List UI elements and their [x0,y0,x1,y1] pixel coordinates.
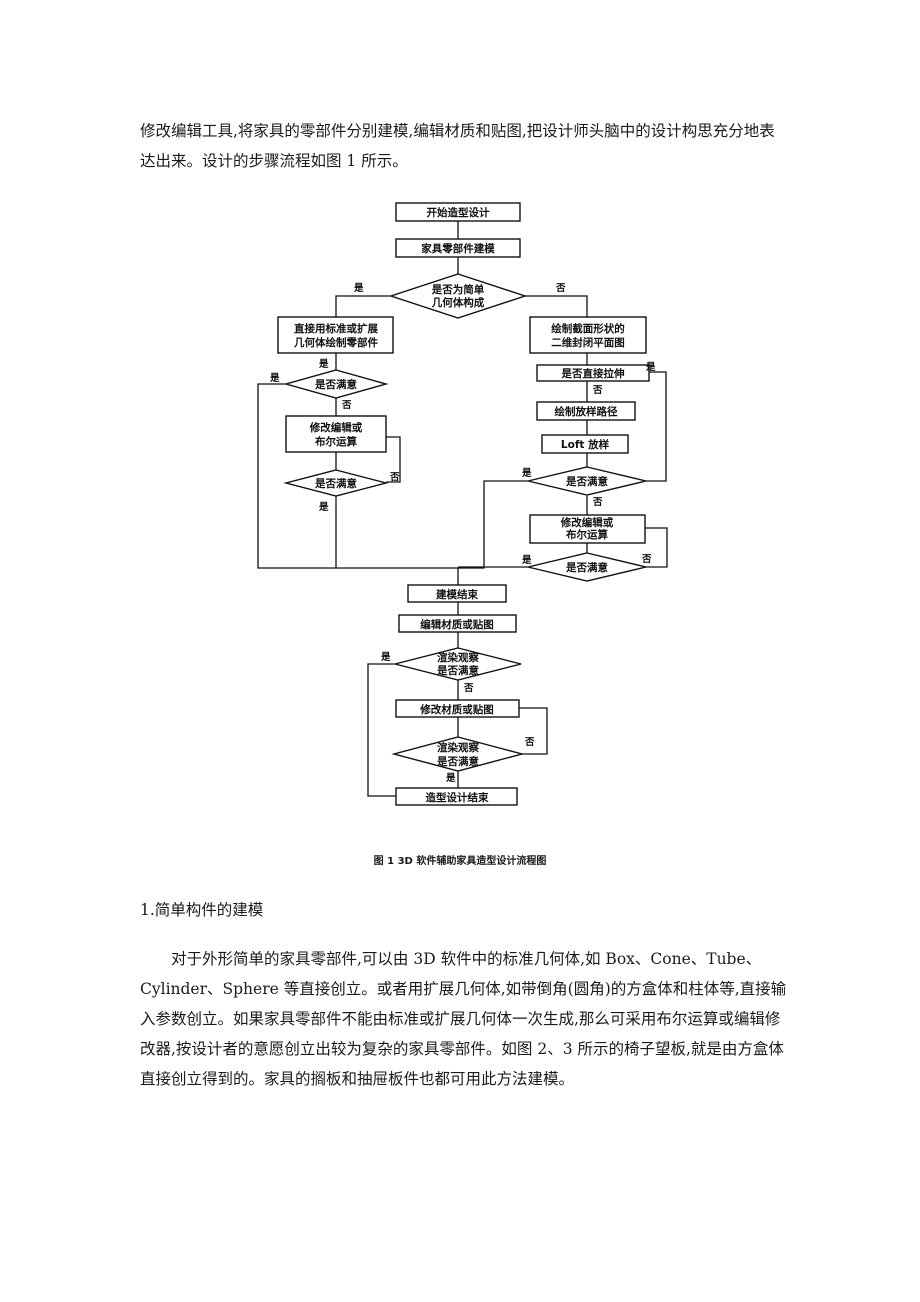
flow-simple-decision-2: 几何体构成 [432,296,485,309]
flow-left-sat2: 是否满意 [314,477,357,490]
flow-right-mod-2: 布尔运算 [566,528,608,541]
flowchart-figure: 开始造型设计 家具零部件建模 是否为简单 几何体构成 直接用标准或扩展 几何体绘… [257,202,668,806]
flow-end-model: 建模结束 [435,588,478,601]
flow-path-node: 绘制放样路径 [555,405,618,418]
flow-section-2: 二维封闭平面图 [551,336,625,349]
flow-left-mod-2: 布尔运算 [315,435,357,448]
label-no: 否 [555,283,566,294]
label-no: 否 [592,497,603,508]
flow-simple-decision-1: 是否为简单 [431,283,485,296]
flow-start-node: 开始造型设计 [427,206,490,219]
label-yes: 是 [353,282,364,294]
flow-edit-material: 编辑材质或贴图 [420,618,494,631]
flow-render1-2: 是否满意 [436,664,479,677]
flow-render2-2: 是否满意 [436,755,479,768]
label-yes: 是 [269,372,280,384]
flow-right-sat2: 是否满意 [565,561,608,574]
flow-section-1: 绘制截面形状的 [551,322,625,335]
flow-std-node-2: 几何体绘制零部件 [294,336,378,349]
flow-left-sat1: 是否满意 [314,378,357,391]
flow-right-mod-1: 修改编辑或 [560,516,614,529]
flow-finish-node: 造型设计结束 [426,791,489,804]
flow-render2-1: 渲染观察 [437,741,479,754]
label-no: 否 [524,737,535,748]
flow-part-node: 家具零部件建模 [421,242,495,255]
intro-paragraph: 修改编辑工具,将家具的零部件分别建模,编辑材质和贴图,把设计师头脑中的设计构思充… [140,122,775,170]
flow-render1-1: 渲染观察 [437,651,479,664]
label-yes: 是 [521,467,532,479]
flow-modify-material: 修改材质或贴图 [419,703,494,716]
label-yes: 是 [380,651,391,663]
label-no: 否 [592,385,603,396]
body-paragraph: 对于外形简单的家具零部件,可以由 3D 软件中的标准几何体,如 Box、Cone… [140,950,787,1088]
label-yes: 是 [318,358,329,370]
flow-loft-node: Loft 放样 [561,438,610,451]
label-yes: 是 [645,361,656,373]
figure-caption: 图 1 3D 软件辅助家具造型设计流程图 [373,856,547,867]
flow-std-node-1: 直接用标准或扩展 [294,322,378,335]
label-yes: 是 [318,501,329,513]
flow-right-sat1: 是否满意 [565,475,608,488]
flow-left-mod-1: 修改编辑或 [309,421,363,434]
flow-extrude-node: 是否直接拉伸 [561,367,625,380]
label-no: 否 [463,683,474,694]
label-no: 否 [641,554,652,565]
label-no: 否 [341,400,352,411]
label-no: 否 [389,472,400,483]
label-yes: 是 [521,554,532,566]
label-yes: 是 [445,772,456,784]
section-heading: 1.简单构件的建模 [140,901,264,919]
